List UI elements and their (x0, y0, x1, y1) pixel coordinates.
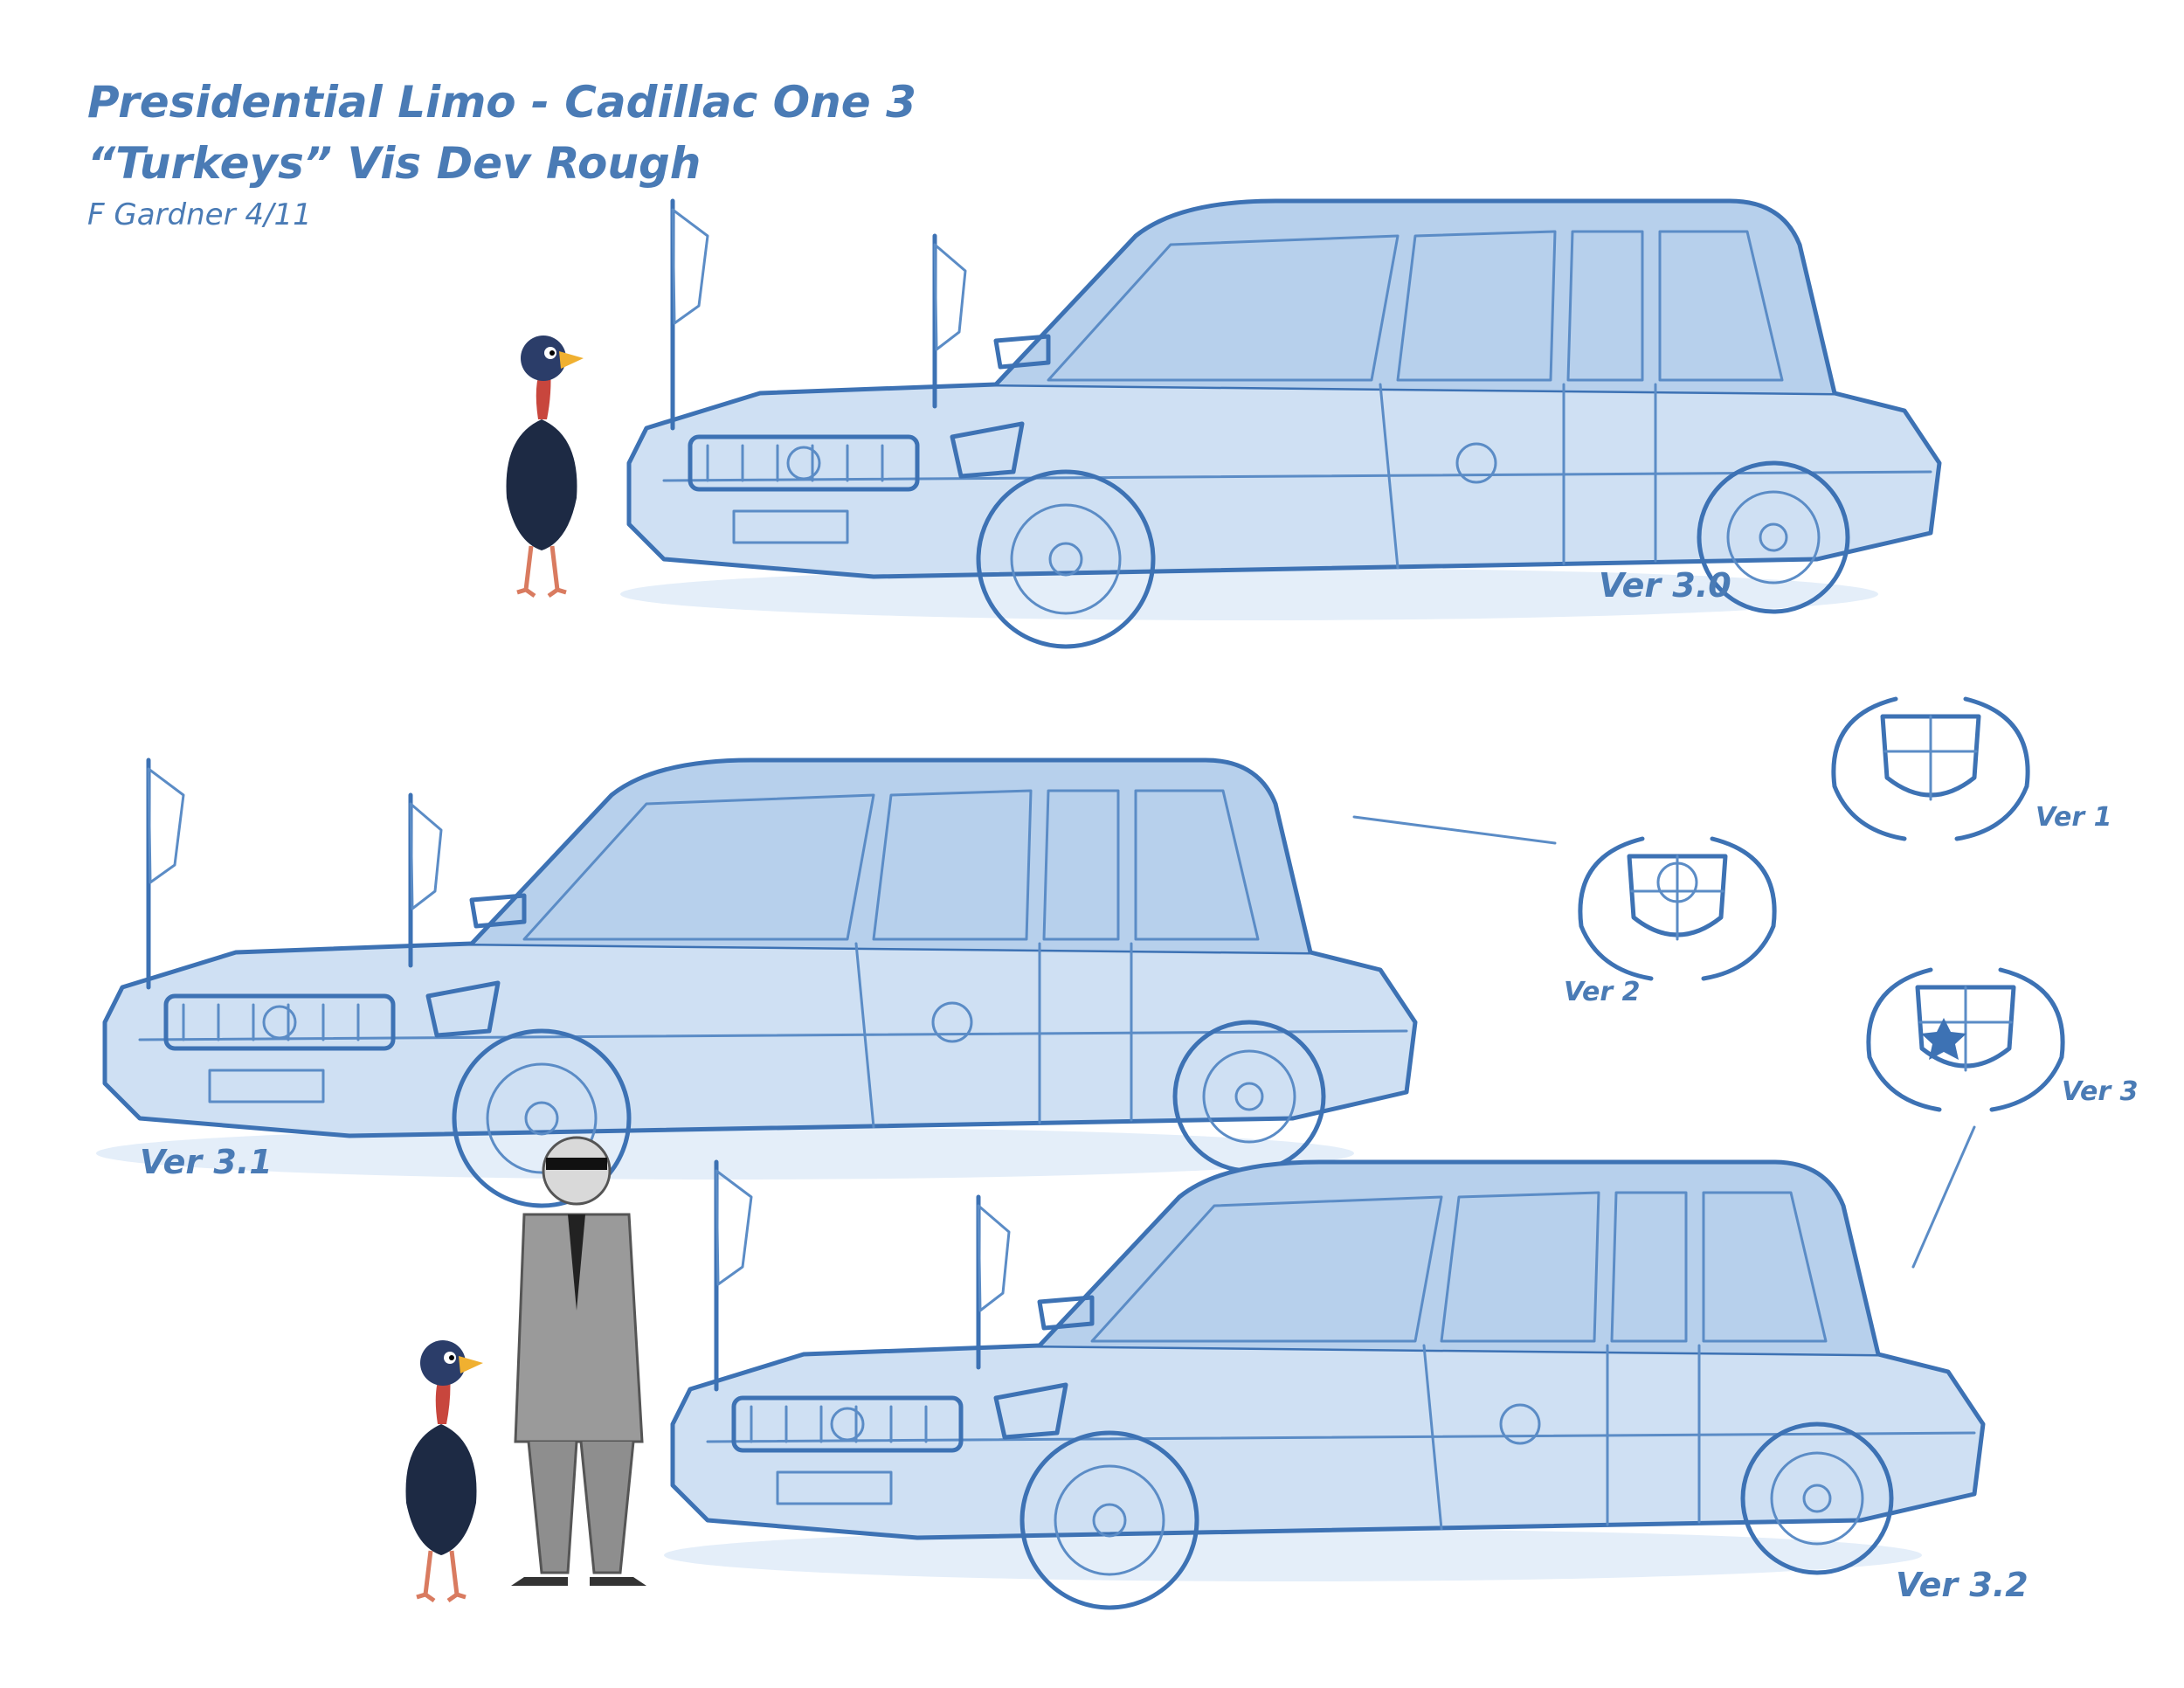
limo-ver-3-1 (96, 760, 1415, 1206)
label-emblem-ver-1: Ver 1 (2035, 802, 2112, 833)
emblem-ver-2 (1580, 839, 1774, 979)
artist-credit: F Gardner 4/11 (87, 197, 312, 232)
sheet-subtitle: “Turkeys” Vis Dev Rough (87, 138, 702, 189)
sheet-title: Presidential Limo - Cadillac One 3 (87, 77, 916, 128)
label-car-ver-3-0: Ver 3.0 (1599, 566, 1731, 605)
label-emblem-ver-2: Ver 2 (1564, 977, 1641, 1007)
secret-service-agent (511, 1136, 646, 1586)
label-car-ver-3-2: Ver 3.2 (1896, 1566, 2028, 1604)
limo-ver-3-2 (664, 1162, 1983, 1608)
emblem-ver-1 (1834, 699, 2028, 839)
label-car-ver-3-1: Ver 3.1 (140, 1143, 273, 1181)
label-emblem-ver-3: Ver 3 (2062, 1076, 2139, 1107)
callout-line-ver-3 (1911, 1125, 1976, 1269)
turkey-character-top (507, 336, 584, 596)
turkey-character-bottom (406, 1340, 484, 1601)
callout-line-ver-2 (1352, 815, 1557, 845)
emblem-ver-3 (1869, 970, 2063, 1110)
limo-ver-3-0 (620, 201, 1939, 647)
